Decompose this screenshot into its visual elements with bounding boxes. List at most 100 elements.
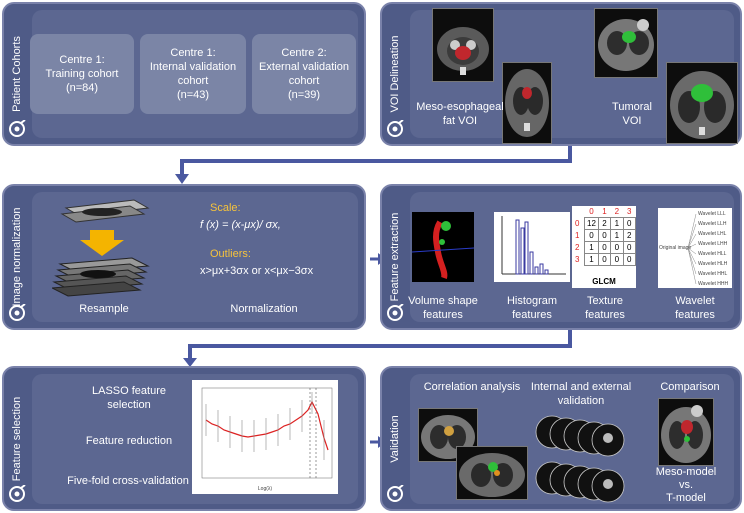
glcm-table: 0 1 2 3 0 12 2 1 0 1 0 0 1 2 2 1 bbox=[572, 206, 637, 288]
correlation-label: Correlation analysis bbox=[423, 381, 521, 393]
resample-label: Resample bbox=[79, 303, 129, 315]
feature-selection-sidebar: Feature selection bbox=[4, 368, 30, 509]
glcm-col-header: 1 bbox=[602, 207, 607, 216]
comparison-label: Comparison bbox=[660, 381, 720, 393]
logo-icon bbox=[9, 304, 26, 321]
cohort-n: (n=84) bbox=[65, 82, 99, 94]
scale-label: Scale: bbox=[210, 202, 241, 214]
glcm-row-header: 1 bbox=[575, 231, 580, 240]
glcm-col-header: 0 bbox=[589, 207, 594, 216]
wavelet-item: Wavelet LHL bbox=[698, 231, 727, 237]
glcm-cell: 0 bbox=[610, 241, 624, 254]
wavelet-item: Wavelet LLL bbox=[698, 211, 726, 217]
validation-sidebar: Validation bbox=[382, 368, 408, 509]
outliers-label: Outliers: bbox=[210, 248, 251, 260]
glcm-row-header: 2 bbox=[575, 243, 580, 252]
correlation-ct-2 bbox=[456, 446, 528, 500]
cohort-name: Centre 1: bbox=[170, 47, 216, 59]
scale-formula: f (x) = (x-μx)/ σx, bbox=[200, 219, 281, 231]
glcm-cell: 2 bbox=[622, 229, 637, 242]
ct-scan-meso-top bbox=[432, 8, 494, 82]
wavelet-item: Wavelet HHL bbox=[698, 271, 728, 277]
glcm-cell: 0 bbox=[597, 253, 612, 266]
validation-ct-stack-bottom bbox=[535, 461, 625, 503]
glcm-cell: 2 bbox=[597, 217, 612, 230]
wavelet-item: Wavelet LHH bbox=[698, 241, 728, 247]
voi-delineation-sidebar: VOI Delineation bbox=[382, 4, 408, 144]
feature-extraction-sidebar: Feature extraction bbox=[382, 186, 408, 328]
glcm-grid: 0 1 2 3 0 12 2 1 0 1 0 0 1 2 2 1 bbox=[574, 206, 637, 266]
cohort-desc-2: cohort bbox=[177, 75, 209, 87]
glcm-cell: 0 bbox=[610, 253, 624, 266]
glcm-cell: 12 bbox=[584, 217, 599, 230]
volume-shape-image bbox=[411, 212, 475, 282]
outliers-formula: x>μx+3σx or x<μx−3σx bbox=[200, 265, 314, 277]
cohort-desc: Internal validation bbox=[149, 61, 237, 73]
image-normalization-title: Image normalization bbox=[11, 207, 23, 307]
glcm-cell: 1 bbox=[584, 241, 599, 254]
feature-selection-title: Feature selection bbox=[11, 396, 23, 481]
normalization-label: Normalization bbox=[230, 303, 298, 315]
glcm-cell: 1 bbox=[610, 229, 624, 242]
cohort-desc-2: cohort bbox=[288, 75, 320, 87]
cohort-desc: Training cohort bbox=[45, 68, 119, 80]
ct-scan-meso-bottom bbox=[502, 62, 552, 144]
glcm-cell: 1 bbox=[610, 217, 624, 230]
cohort-n: (n=39) bbox=[287, 89, 321, 101]
wavelet-item: Wavelet HLL bbox=[698, 251, 727, 257]
comparison-ct bbox=[658, 398, 714, 466]
glcm-cell: 0 bbox=[622, 253, 637, 266]
glcm-cell: 0 bbox=[597, 229, 612, 242]
wavelet-root: Original image bbox=[659, 245, 692, 251]
wavelet-item: Wavelet LLH bbox=[698, 221, 727, 227]
glcm-label: GLCM bbox=[592, 277, 616, 286]
logo-icon bbox=[387, 485, 404, 502]
logo-icon bbox=[9, 485, 26, 502]
ct-scan-tumoral-bottom bbox=[666, 62, 738, 144]
wavelet-tree: Original image Wavelet LLL Wavelet LLH W… bbox=[658, 208, 732, 288]
glcm-col-header: 3 bbox=[627, 207, 632, 216]
feature-extraction-title: Feature extraction bbox=[389, 212, 401, 302]
image-normalization-panel: Image normalization Resample Scale: f (x… bbox=[2, 184, 366, 330]
cohort-external-validation: Centre 2: External validation cohort (n=… bbox=[252, 34, 356, 114]
cohort-n: (n=43) bbox=[176, 89, 210, 101]
cohort-training: Centre 1: Training cohort (n=84) bbox=[30, 34, 134, 114]
cohort-internal-validation: Centre 1: Internal validation cohort (n=… bbox=[140, 34, 246, 114]
glcm-col-header: 2 bbox=[614, 207, 620, 216]
cohort-name: Centre 1: bbox=[59, 54, 105, 66]
feature-extraction-panel: Feature extraction 0 1 2 3 bbox=[380, 184, 742, 330]
glcm-row-header: 0 bbox=[575, 219, 580, 228]
wavelet-item: Wavelet HLH bbox=[698, 261, 728, 267]
validation-title: Validation bbox=[389, 414, 401, 463]
glcm-cell: 0 bbox=[622, 241, 637, 254]
ct-scan-tumoral-top bbox=[594, 8, 658, 78]
logo-icon bbox=[387, 304, 404, 321]
voi-delineation-panel: VOI Delineation Meso-esophageal fat VOI … bbox=[380, 2, 742, 146]
image-normalization-sidebar: Image normalization bbox=[4, 186, 30, 328]
tumoral-voi-label: Tumoral VOI bbox=[612, 101, 652, 127]
resample-stack-icon bbox=[52, 199, 150, 297]
validation-panel: Validation Correlation analysis Internal… bbox=[380, 366, 742, 511]
plot-xlabel: Log(λ) bbox=[257, 486, 273, 492]
glcm-cell: 0 bbox=[597, 241, 612, 254]
cohort-desc: External validation bbox=[259, 61, 349, 73]
logo-icon bbox=[9, 120, 26, 137]
logo-icon bbox=[387, 120, 404, 137]
patient-cohorts-sidebar: Patient Cohorts bbox=[4, 4, 30, 144]
cross-validation-label: Five-fold cross-validation bbox=[67, 475, 189, 487]
model-comparison-label: Meso-model vs. T-model bbox=[655, 466, 717, 504]
glcm-cell: 1 bbox=[584, 253, 599, 266]
wavelet-item: Wavelet HHH bbox=[698, 281, 729, 287]
histogram-image bbox=[494, 212, 570, 282]
lasso-cv-plot: Log(λ) bbox=[192, 380, 338, 494]
cohort-name: Centre 2: bbox=[281, 47, 327, 59]
feature-reduction-label: Feature reduction bbox=[85, 435, 173, 447]
patient-cohorts-panel: Patient Cohorts Centre 1: Training cohor… bbox=[2, 2, 366, 146]
glcm-row-header: 3 bbox=[575, 255, 580, 264]
